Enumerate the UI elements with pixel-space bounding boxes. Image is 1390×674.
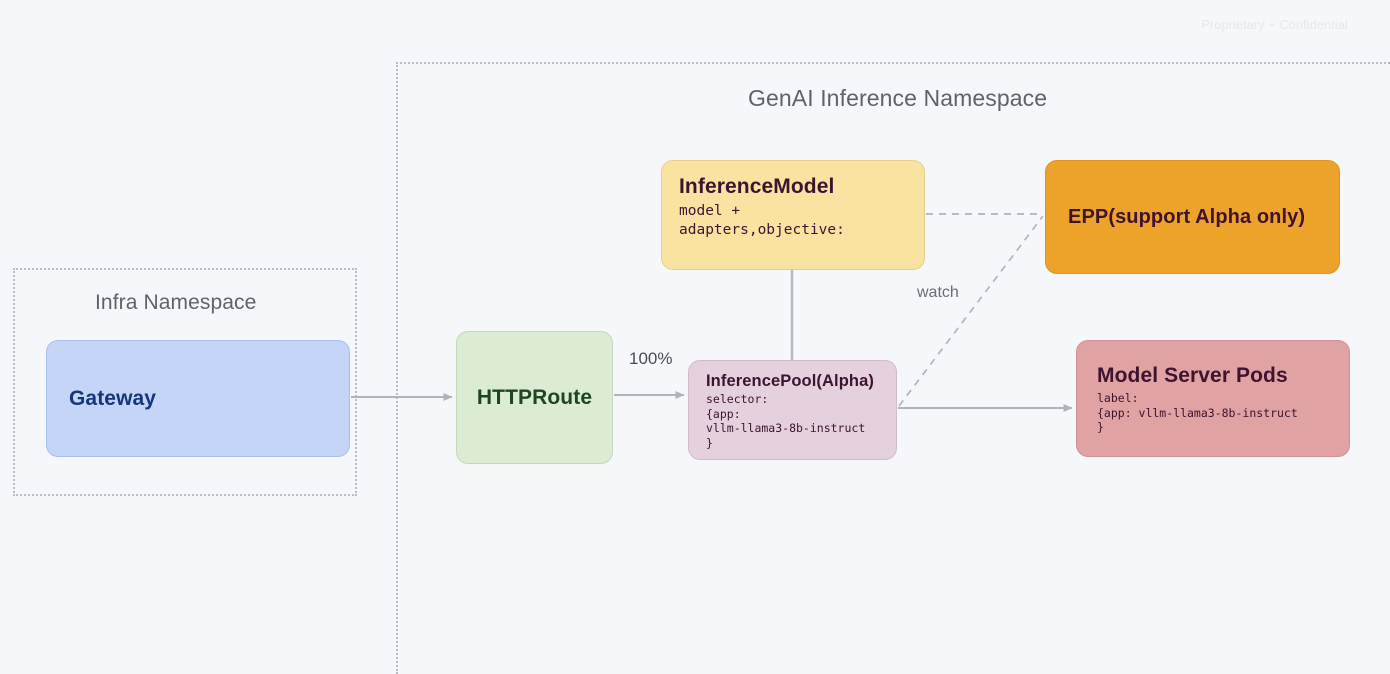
edge-label-watch: watch <box>917 284 959 301</box>
node-httproute-title: HTTPRoute <box>476 385 593 409</box>
node-inferencepool[interactable]: InferencePool(Alpha) selector: {app: vll… <box>688 360 897 460</box>
infra-namespace-container <box>13 268 357 496</box>
node-httproute[interactable]: HTTPRoute <box>456 331 613 464</box>
node-inferencepool-body: selector: {app: vllm-llama3-8b-instruct … <box>706 392 866 450</box>
node-epp[interactable]: EPP(support Alpha only) <box>1045 160 1340 274</box>
node-epp-title: EPP(support Alpha only) <box>1068 205 1306 228</box>
watermark-text: Proprietary + Confidential <box>1201 18 1348 32</box>
node-inferencemodel-title: InferenceModel <box>679 175 835 198</box>
node-inferencepool-title: InferencePool(Alpha) <box>706 372 874 390</box>
node-model-server-pods-title: Model Server Pods <box>1097 364 1288 387</box>
genai-namespace-container <box>396 62 1390 674</box>
node-inferencemodel-body: model + adapters,objective: <box>679 203 845 238</box>
genai-namespace-title: GenAI Inference Namespace <box>748 85 1048 111</box>
node-model-server-pods[interactable]: Model Server Pods label: {app: vllm-llam… <box>1076 340 1350 457</box>
infra-namespace-title: Infra Namespace <box>95 291 257 314</box>
node-gateway[interactable]: Gateway <box>46 340 350 457</box>
edge-label-traffic-weight: 100% <box>629 349 673 368</box>
node-inferencemodel[interactable]: InferenceModel model + adapters,objectiv… <box>661 160 925 270</box>
node-gateway-title: Gateway <box>69 386 157 410</box>
node-model-server-pods-body: label: {app: vllm-llama3-8b-instruct } <box>1097 391 1298 434</box>
